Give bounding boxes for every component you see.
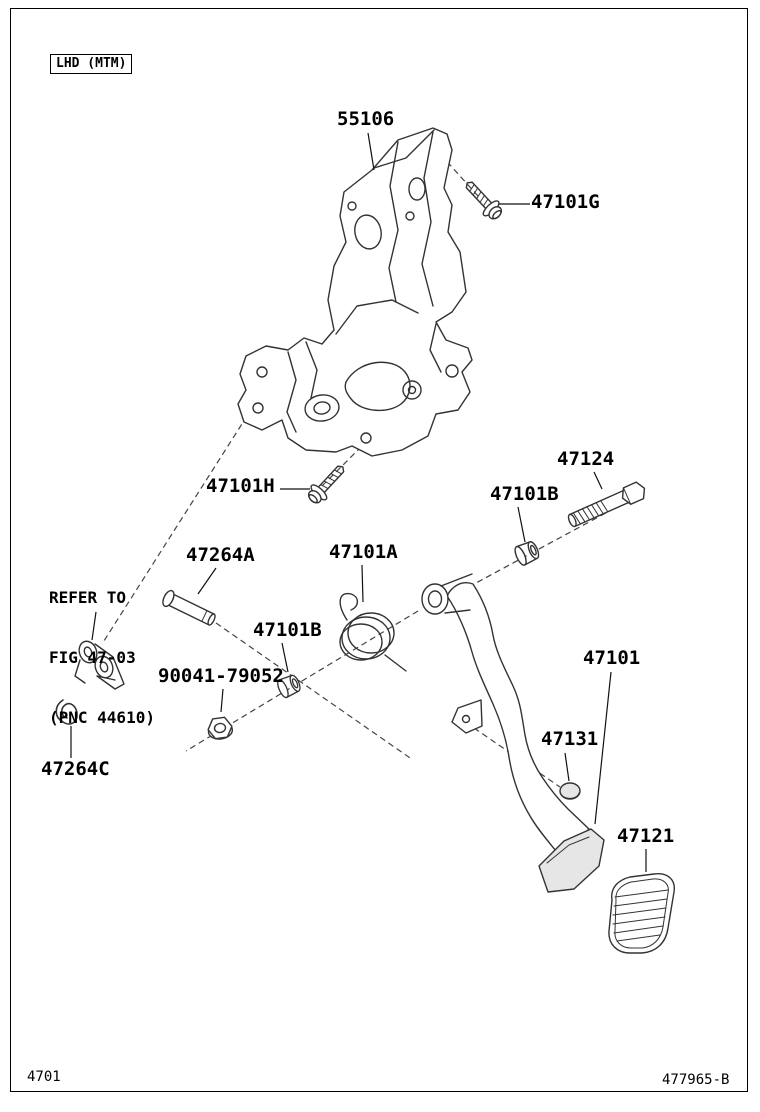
clevis-pin-drawing <box>162 589 216 626</box>
return-spring-drawing <box>339 592 407 672</box>
nut-drawing <box>207 716 234 740</box>
snap-cap-drawing <box>559 782 581 800</box>
pedal-pad-drawing <box>608 873 675 954</box>
callout-47264c: 47264C <box>41 758 110 780</box>
callout-47121: 47121 <box>617 825 675 847</box>
page-number: 4701 <box>27 1069 61 1085</box>
callout-47101h: 47101H <box>206 475 275 497</box>
callout-47101b-left: 47101B <box>253 619 322 641</box>
callout-47101g: 47101G <box>531 191 600 213</box>
leader-lines <box>70 132 647 872</box>
callout-47264a: 47264A <box>186 544 255 566</box>
pedal-bracket-drawing <box>237 127 473 457</box>
refer-note-line2: FIG 47-03 <box>49 648 136 667</box>
variant-tag: LHD (MTM) <box>50 54 133 74</box>
callout-47124: 47124 <box>557 448 615 470</box>
callout-47101: 47101 <box>583 647 641 669</box>
refer-note: REFER TO FIG 47-03 (PNC 44610) <box>49 548 155 768</box>
callout-47101a: 47101A <box>329 541 398 563</box>
callout-47131: 47131 <box>541 728 599 750</box>
refer-note-line3: (PNC 44610) <box>49 708 155 727</box>
screw-47101g-drawing <box>459 175 507 224</box>
pivot-bolt-drawing <box>567 481 646 528</box>
callout-55106: 55106 <box>337 108 395 130</box>
callout-90041-79052: 90041-79052 <box>158 665 284 687</box>
callout-47101b-right: 47101B <box>490 483 559 505</box>
bushing-right-drawing <box>512 538 542 568</box>
cotter-clip-drawing <box>55 699 78 725</box>
refer-note-line1: REFER TO <box>49 588 127 607</box>
pedal-arm-drawing <box>421 573 605 893</box>
screw-47101h-drawing <box>303 459 351 508</box>
figure-code: 477965-B <box>662 1072 730 1088</box>
clevis-fork-drawing <box>74 640 125 690</box>
